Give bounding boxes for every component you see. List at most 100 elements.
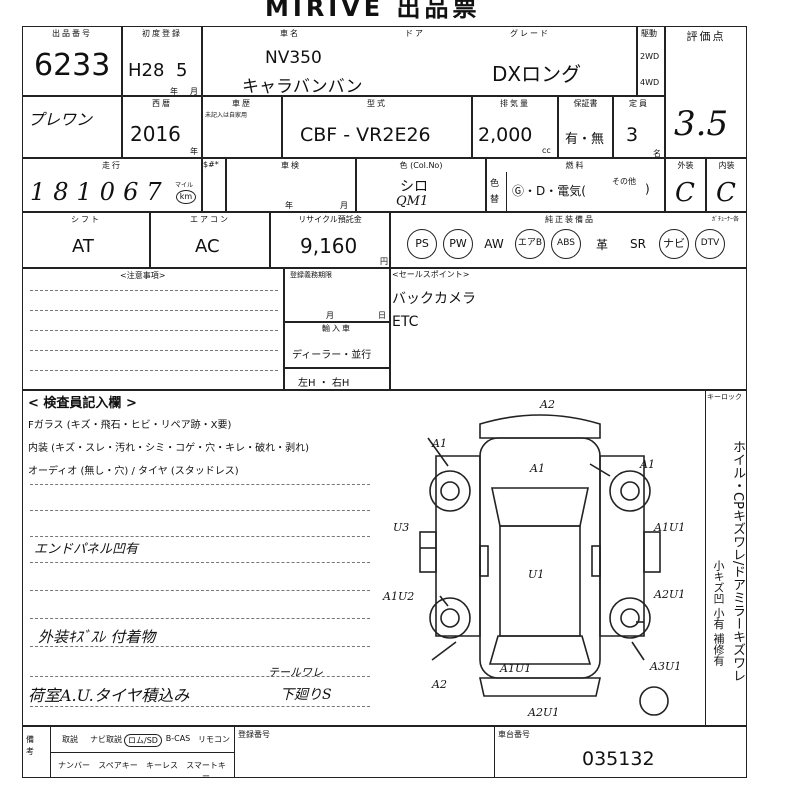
equipment-item-5: 革 [586,226,618,262]
capacity-value: 3 [626,124,639,146]
drive-label: 駆動 [641,29,657,38]
lot-number: 6233 [34,48,111,83]
recycle-value: 9,160 [300,234,358,258]
western-label: 西暦 [152,99,172,108]
registration-box [284,268,390,322]
equipment-label: AW [484,237,504,251]
accessory-item: ナンバー [58,761,90,770]
inspector-note-2: 外装ｷｽﾞｽﾚ 付着物 [38,628,156,646]
keylock-text-2: 小キズ凹 小有 補修有 [712,560,725,666]
fuel-divider [506,172,507,212]
inspector-glass: Fガラス (キズ・飛石・ヒビ・リペア跡・X要) [28,420,232,431]
inspector-title: < 検査員記入欄 > [28,396,137,411]
western-unit: 年 [190,147,198,156]
score-value: 3.5 [674,104,729,144]
color-change: 色替 [490,179,500,205]
year-unit: 年 [170,87,178,96]
shaken-note: 未記入は自家用 [205,112,248,119]
diagram-label: A2U1 [528,706,560,719]
western-box [122,96,202,158]
diagram-label: A2 [540,398,555,411]
dealer-hand: プレワン [28,110,93,129]
handle-value: 左H ・ 右H [298,378,350,389]
model-label: 型式 [367,99,387,108]
diagram-label: A1U2 [383,590,415,603]
meter-label: $#* [203,160,219,169]
equipment-box [390,212,747,268]
diagram-label: A1U1 [654,521,686,534]
drive-2wd: 2WD [640,52,660,61]
equipment-item-3: エアB [514,226,546,262]
inspector-note-3: 荷室A.U.タイヤ積込み [28,686,190,705]
accessory-item: ロム/SD [124,734,162,747]
ac-value: AC [195,236,220,257]
recycle-label: リサイクル預託金 [298,215,362,224]
accessory-item: 取説 [62,735,78,744]
equipment-label: SR [630,237,646,251]
sales-point-2: ETC [392,314,419,330]
grade-label: グレード [510,29,550,38]
disp-label: 排気量 [500,99,530,108]
first-reg-box [122,26,202,96]
diagram-label: A1 [530,462,545,475]
handle-box [284,368,390,390]
chassis-number: 035132 [582,748,655,770]
exterior-label: 外装 [677,161,694,170]
color-box [356,158,486,212]
meter-box [202,158,226,212]
interior-box [706,158,747,212]
month-unit: 月 [190,87,198,96]
accessory-item: キーレス [146,761,178,770]
lot-label: 出品番号 [52,29,92,38]
mileage-box [22,158,202,212]
diagram-label: A1U1 [500,662,532,675]
fuel-box [486,158,665,212]
equipment-item-8: DTV [694,226,726,262]
reg-label: 登録義務期限 [290,271,332,279]
fuel-label: 燃料 [565,161,586,170]
color-label: 色 (Col.No) [399,161,443,170]
accessory-item: スペアキー [98,761,138,770]
model-value: CBF - VR2E26 [300,124,431,146]
capacity-unit: 名 [653,149,661,158]
equipment-label: エアB [515,229,545,259]
drive-box [637,26,665,96]
equipment-item-2: AW [478,226,510,262]
equipment-item-1: PW [442,226,474,262]
inspector-note-4: テールワレ [268,666,323,679]
import-value: ディーラー・並行 [292,350,372,361]
equipment-label: PW [443,229,473,259]
ac-label: エアコン [190,215,230,224]
diagram-label: A3U1 [650,660,682,673]
page-title: MIRIVE 出品票 [265,0,481,22]
mileage-label: 走行 [102,161,122,170]
equipment-item-6: SR [622,226,654,262]
color-value: シロ [400,179,428,195]
carname-box [202,26,637,96]
inspection-label: 車検 [281,161,301,170]
equipment-item-4: ABS [550,226,582,262]
sales-point-1: バックカメラ [392,291,476,307]
first-reg-label: 初度登録 [142,29,182,38]
interior-label: 内装 [718,161,735,170]
bottom-side-label: 備考 [26,735,34,756]
sales-box [390,268,747,390]
inspection-year: 年 [285,201,293,210]
import-label: 輸入車 [322,324,352,333]
drive-4wd: 4WD [640,78,660,87]
dealer-box [22,96,122,158]
car-damage-diagram [419,414,669,716]
keylock-text-1: ホイル・CPキズワレ/ドアミラーキズワレ [730,440,745,683]
lot-box [22,26,122,96]
warranty-value: 有・無 [565,132,605,147]
diagram-label: A2U1 [654,588,686,601]
exterior-value: C [675,178,695,208]
bottom-box [22,726,747,778]
fuel-value: Ⓖ・D・電気( [512,184,586,198]
inspection-month: 月 [340,201,348,210]
interior-value: C [716,178,736,208]
shaken-box [202,96,282,158]
disp-unit: cc [542,146,551,155]
shaken-label: 車歴 [232,99,252,108]
caution-box [22,268,284,390]
